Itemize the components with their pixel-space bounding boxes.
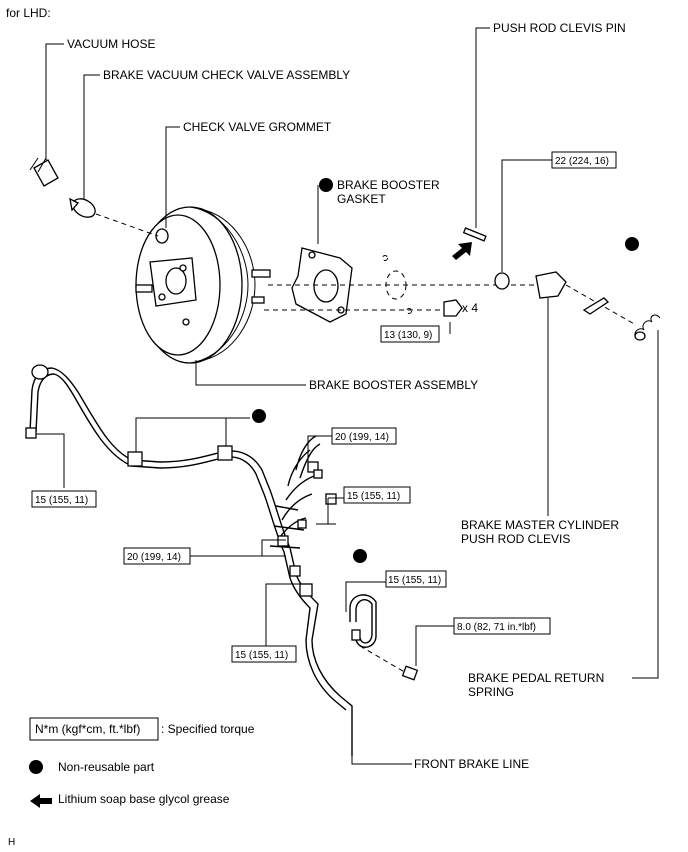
torque-20-top: 20 (199, 14) [335, 432, 389, 443]
torque-box-20-left [123, 547, 191, 565]
check-valve-assembly-shape [69, 197, 96, 218]
torque-box-15-mid [343, 486, 411, 504]
nonreusable-dot-gasket [319, 178, 333, 192]
clip-shape [582, 297, 610, 315]
torque-box-15-right [385, 570, 447, 588]
torque-box-15-left [31, 490, 97, 508]
header-title: for LHD: [6, 6, 51, 20]
torque-box-20-top [331, 427, 397, 445]
brake-booster-assembly [135, 206, 271, 364]
grease-arrow-icon [452, 242, 472, 260]
qty-label: x 4 [462, 301, 478, 315]
legend-nonreusable-icon [29, 760, 43, 774]
legend-grease-arrow-icon [30, 794, 52, 808]
check-valve-grommet-shape [155, 228, 169, 244]
label-booster-gasket-line2: GASKET [337, 192, 386, 206]
torque-box-15-bottom [231, 645, 297, 663]
label-check-valve-grommet: CHECK VALVE GROMMET [183, 120, 332, 134]
torque-15-mid: 15 (155, 11) [347, 491, 400, 502]
legend-torque-units: N*m (kgf*cm, ft.*lbf) [35, 722, 140, 736]
legend-torque-desc: : Specified torque [161, 722, 255, 736]
leader-lines [36, 27, 659, 765]
nonreusable-dot-clip [625, 237, 639, 251]
legend-nonreusable-text: Non-reusable part [58, 760, 155, 774]
label-booster-gasket-line1: BRAKE BOOSTER [337, 178, 440, 192]
return-spring-shape [634, 314, 661, 341]
torque-8: 8.0 (82, 71 in.*lbf) [457, 622, 536, 633]
label-return-spring-line2: SPRING [468, 685, 514, 699]
torque-box-8 [453, 617, 551, 635]
bolt-shape [401, 665, 419, 681]
nonreusable-dot-line [252, 409, 266, 423]
label-push-rod-clevis-pin: PUSH ROD CLEVIS PIN [493, 21, 626, 35]
torque-22: 22 (224, 16) [555, 156, 609, 167]
footer-code: H [8, 837, 15, 848]
torque-13: 13 (130, 9) [384, 330, 432, 341]
label-return-spring-line1: BRAKE PEDAL RETURN [468, 671, 604, 685]
label-vacuum-hose: VACUUM HOSE [67, 37, 155, 51]
label-master-cyl-clevis-line2: PUSH ROD CLEVIS [461, 532, 570, 546]
label-check-valve-assembly: BRAKE VACUUM CHECK VALVE ASSEMBLY [103, 68, 350, 82]
legend-grease-text: Lithium soap base glycol grease [58, 792, 230, 806]
torque-box-22 [551, 151, 617, 169]
torque-15-left: 15 (155, 11) [35, 495, 88, 506]
torque-box-13 [380, 325, 440, 343]
label-master-cyl-clevis-line1: BRAKE MASTER CYLINDER [461, 518, 619, 532]
push-rod-clevis-pin-shape [462, 227, 487, 242]
vacuum-hose-shape [29, 157, 59, 187]
nut-shape [443, 299, 463, 317]
label-booster-assembly: BRAKE BOOSTER ASSEMBLY [309, 378, 478, 392]
push-rod-clevis-shape [535, 271, 567, 299]
brake-lines [25, 364, 419, 756]
legend-torque-box [29, 717, 159, 741]
legend: N*m (kgf*cm, ft.*lbf) : Specified torque… [29, 717, 255, 808]
torque-15-right: 15 (155, 11) [388, 575, 441, 586]
lock-nut-shape [494, 272, 510, 290]
nonreusable-dot-line-2 [353, 549, 367, 563]
label-front-brake-line: FRONT BRAKE LINE [414, 757, 529, 771]
torque-20-left: 20 (199, 14) [127, 552, 181, 563]
torque-15-bottom: 15 (155, 11) [235, 650, 288, 661]
